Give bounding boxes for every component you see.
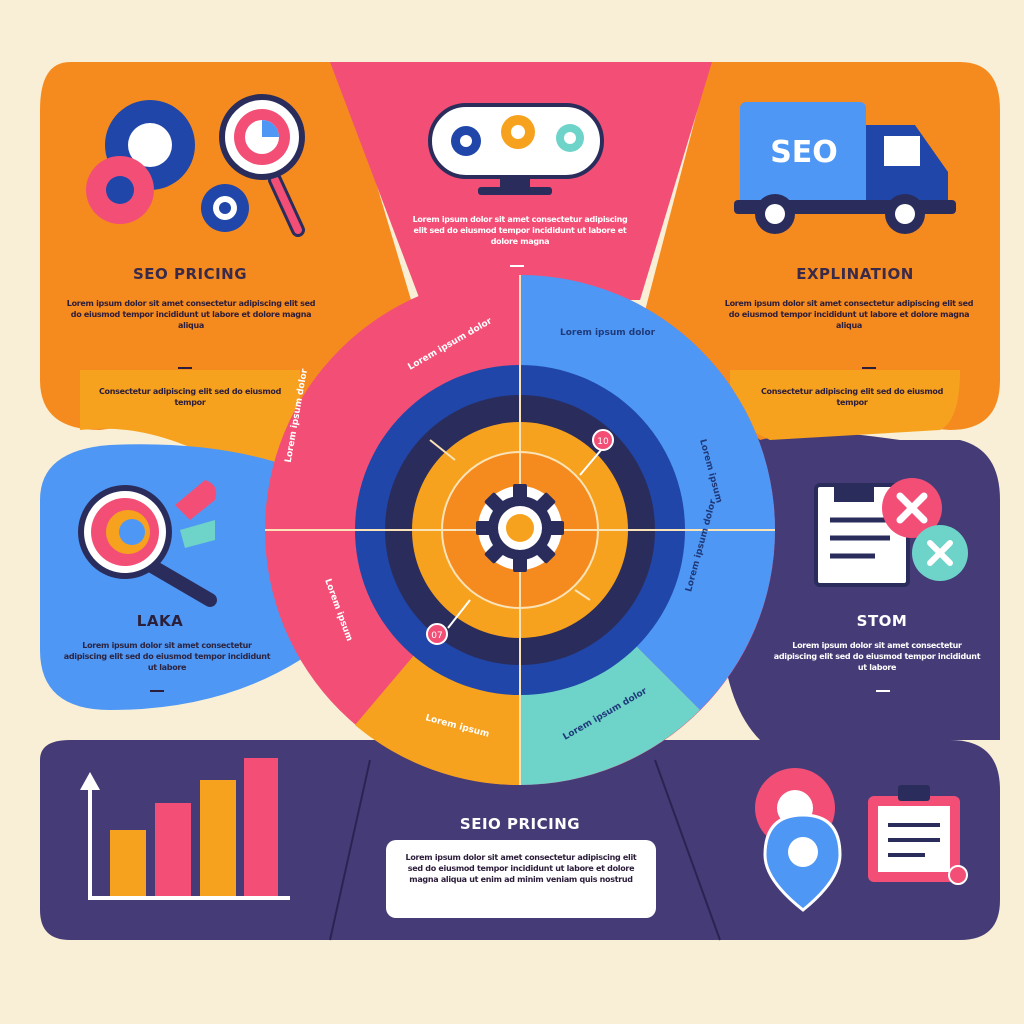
wheel-pin-bottom: 07 [426, 599, 471, 645]
mid-left-title: LAKA [136, 612, 184, 630]
mid-right-divider [876, 690, 890, 692]
top-left-title: SEO PRICING [132, 265, 248, 283]
monitor-icon [428, 103, 604, 195]
top-center-text: Lorem ipsum dolor sit amet consectetur a… [412, 215, 628, 246]
bottom-center-text: Lorem ipsum dolor sit amet consectetur a… [405, 853, 637, 884]
top-left-divider [178, 367, 192, 369]
bottom-panel-lines [329, 759, 721, 941]
close-badge-icon [882, 478, 942, 538]
wheel-pin-bottom-label: 07 [431, 631, 442, 641]
wheel-pin-top-label: 10 [597, 437, 609, 447]
top-right-title: EXPLINATION [796, 265, 914, 283]
top-right-divider [862, 367, 876, 369]
bottom-center-title: SEIO PRICING [459, 815, 581, 833]
left-shadow [80, 370, 300, 480]
center-gear-icon [476, 484, 564, 572]
magnifier-icon [219, 94, 305, 237]
top-right-text-1: Lorem ipsum dolor sit amet consectetur a… [724, 299, 974, 330]
check-badge-icon [912, 525, 968, 581]
wheel-pin-top: 10 [579, 429, 614, 476]
search-magnifier-icon [78, 480, 217, 607]
bar-chart-icon [80, 758, 290, 900]
mid-left-text: Lorem ipsum dolor sit amet consectetur a… [63, 641, 271, 672]
truck-label: SEO [770, 135, 838, 170]
mid-right-text: Lorem ipsum dolor sit amet consectetur a… [773, 641, 981, 672]
clipboard-icon [868, 785, 968, 885]
process-wheel: 10 07 Lorem ipsum dolor Lorem ipsum dolo… [265, 275, 775, 786]
location-pin-icon [755, 768, 842, 912]
wheel-text-2: Lorem ipsum dolor [560, 328, 656, 338]
top-right-text-2: Consectetur adipiscing elit sed do eiusm… [760, 387, 944, 407]
mid-right-title: STOM [856, 612, 908, 630]
top-left-text-1: Lorem ipsum dolor sit amet consectetur a… [66, 299, 316, 330]
right-shadow [730, 370, 960, 440]
mid-left-divider [150, 690, 164, 692]
top-left-text-2: Consectetur adipiscing elit sed do eiusm… [98, 387, 282, 407]
bottom-center-card: Lorem ipsum dolor sit amet consectetur a… [386, 840, 656, 918]
top-center-divider [510, 265, 524, 267]
wheel-connectors [429, 439, 591, 601]
gears-icon [86, 100, 249, 232]
truck-icon: SEO [734, 102, 956, 234]
